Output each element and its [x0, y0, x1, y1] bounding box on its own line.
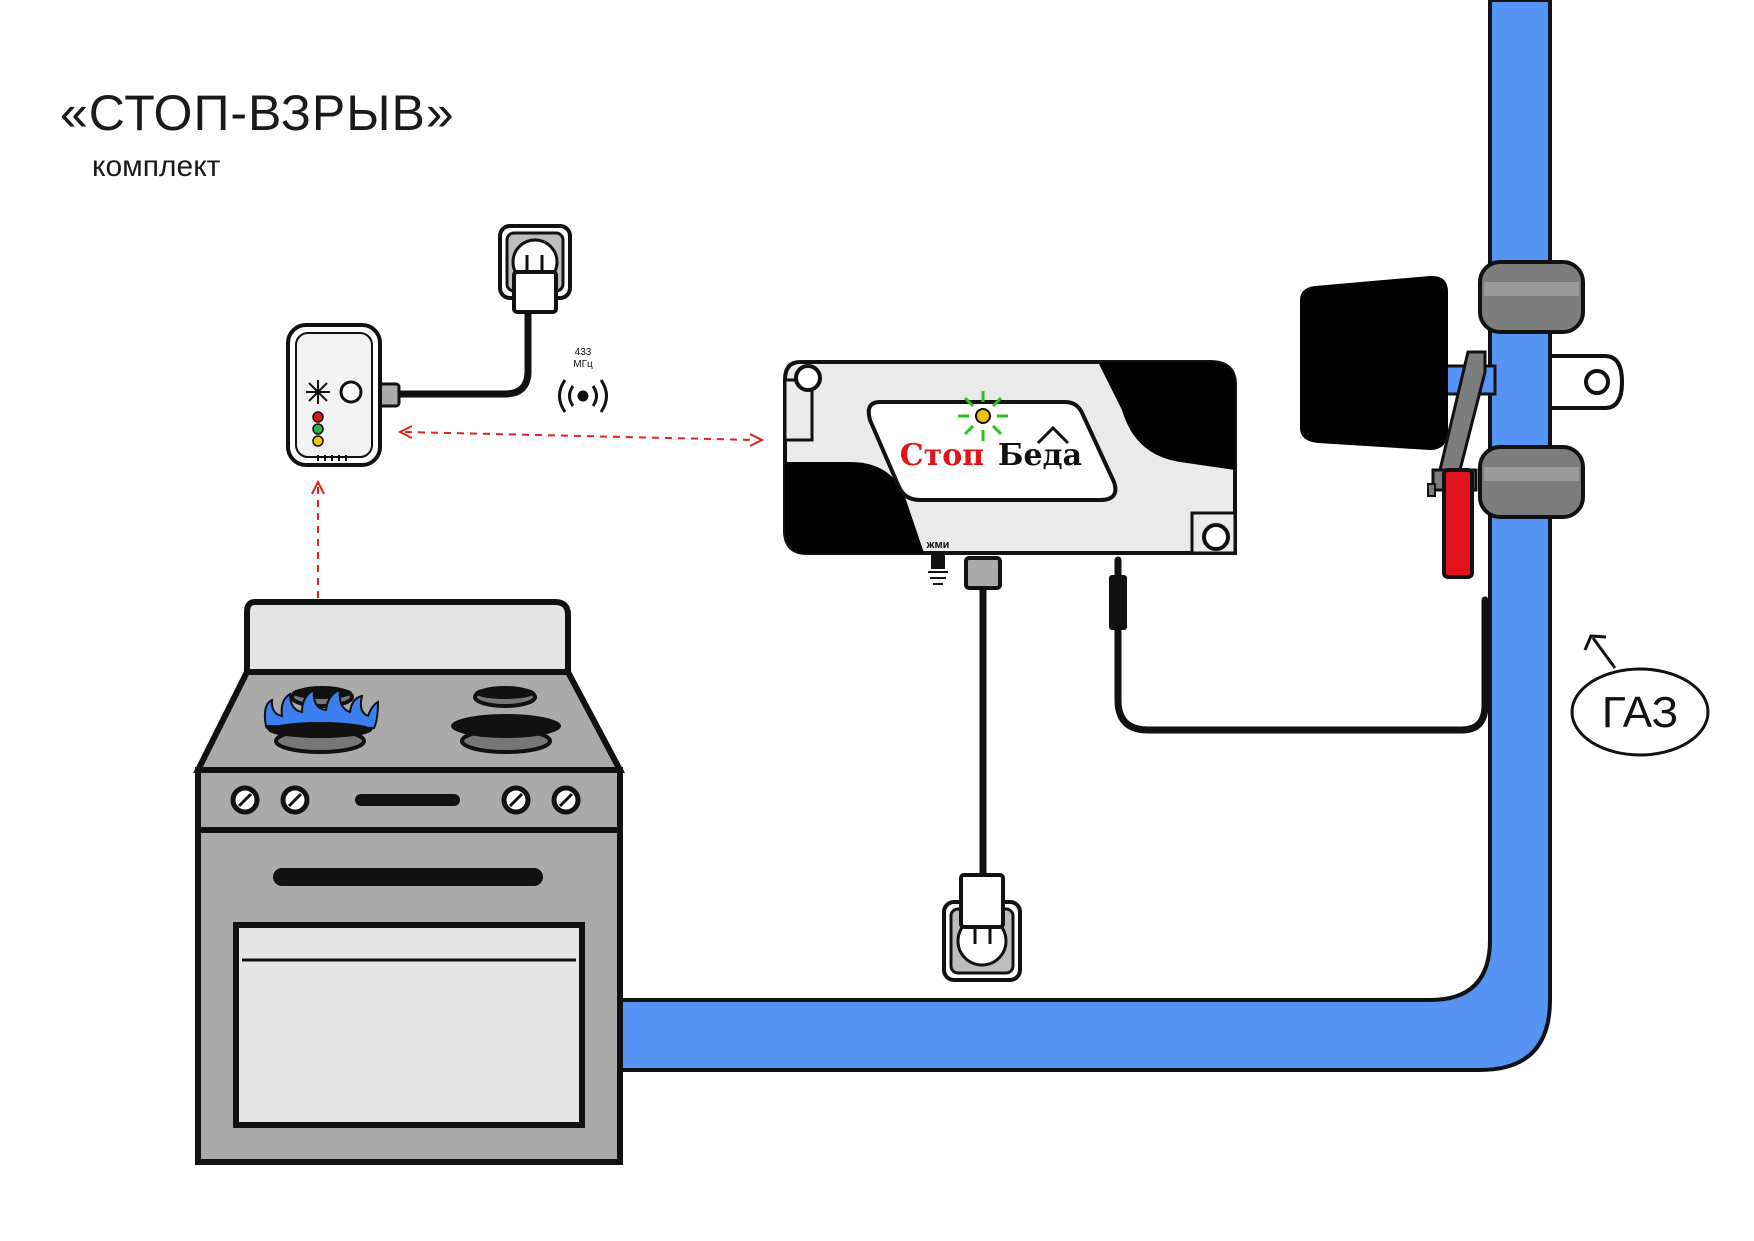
house-roof-icon — [1036, 425, 1070, 445]
valve-handle — [1442, 468, 1474, 579]
power-plug-top — [512, 270, 558, 314]
burner-front-left-lit — [263, 688, 380, 754]
wireless-signal-icon — [558, 379, 608, 413]
controller-button-label: жми — [926, 539, 950, 551]
gas-valve — [1300, 260, 1625, 579]
oven-window — [233, 922, 585, 1128]
diagram-subtitle: комплект — [92, 150, 221, 183]
gas-sensor — [286, 300, 532, 467]
wall-socket-top — [498, 224, 572, 314]
oven-handle — [273, 868, 543, 886]
valve-collar-bottom — [1478, 445, 1585, 519]
controller-power-cable — [964, 556, 1002, 880]
valve-actuator — [1300, 275, 1448, 450]
gas-label: ГАЗ — [1570, 634, 1710, 757]
valve-collar-top — [1478, 260, 1585, 334]
frequency-label: 433 МГц — [558, 347, 608, 413]
flame-icon — [263, 688, 380, 730]
status-indicator-icon — [958, 391, 1008, 441]
arrow-up-icon — [1591, 637, 1617, 669]
stove-knobs — [230, 785, 581, 815]
diagram-title: «СТОП-ВЗРЫВ» — [60, 85, 455, 141]
power-plug-bottom — [959, 873, 1005, 929]
brand-text-left: Стоп — [900, 438, 984, 473]
burner-back-right — [473, 686, 537, 708]
burner-front-right — [451, 714, 561, 754]
sensor-button — [339, 380, 363, 404]
led-yellow — [312, 435, 324, 447]
radio-link — [311, 425, 765, 715]
sensor-light-icon — [306, 380, 330, 404]
led-green — [312, 423, 324, 435]
wall-socket-bottom — [942, 873, 1022, 982]
controller-unit: Стоп Беда жми — [783, 360, 1237, 585]
brand-text-right: Беда — [998, 438, 1082, 473]
gas-label-text: ГАЗ — [1602, 688, 1678, 737]
frequency-value: 433 — [575, 347, 592, 358]
brand-plate — [866, 400, 1118, 502]
gas-stove — [193, 599, 625, 1165]
frequency-unit: МГц — [573, 359, 593, 370]
led-red — [312, 411, 324, 423]
press-button-icon — [928, 555, 948, 585]
valve-cable — [1109, 556, 1489, 734]
cable-connector — [1109, 575, 1127, 630]
burner-back-left — [290, 686, 354, 708]
